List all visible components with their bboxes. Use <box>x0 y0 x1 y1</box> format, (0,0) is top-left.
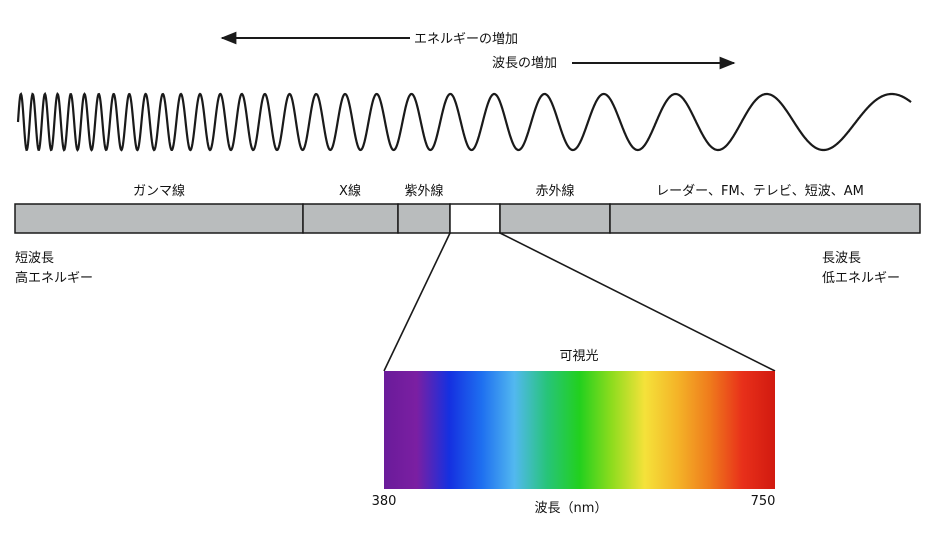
band-radio <box>609 203 921 234</box>
band-uv <box>397 203 451 234</box>
band-visible <box>449 203 501 234</box>
band-label-gamma: ガンマ線 <box>133 183 185 199</box>
band-label-xray: X線 <box>339 183 361 199</box>
spectrum-band-bar <box>14 203 921 234</box>
wavelength-increase-label: 波長の増加 <box>492 56 557 71</box>
band-infrared <box>499 203 611 234</box>
zoom-line-left <box>383 232 451 372</box>
wavelength-min-label: 380 <box>372 494 397 509</box>
band-label-radio: レーダー、FM、テレビ、短波、AM <box>656 184 864 199</box>
band-xray <box>302 203 399 234</box>
visible-spectrum-gradient <box>384 371 775 489</box>
left-end-line1: 短波長 <box>15 251 54 266</box>
right-end-line1: 長波長 <box>822 251 861 266</box>
electromagnetic-wave <box>16 91 912 152</box>
wavelength-max-label: 750 <box>751 494 776 509</box>
right-end-line2: 低エネルギー <box>822 271 900 286</box>
visible-light-title: 可視光 <box>559 349 598 364</box>
zoom-line-right <box>499 232 776 372</box>
band-label-uv: 紫外線 <box>404 183 443 199</box>
energy-increase-label: エネルギーの増加 <box>414 32 518 47</box>
band-gamma <box>14 203 304 234</box>
band-label-infrared: 赤外線 <box>535 183 574 199</box>
wavelength-axis-label: 波長（nm） <box>535 501 608 516</box>
left-end-line2: 高エネルギー <box>15 270 93 286</box>
